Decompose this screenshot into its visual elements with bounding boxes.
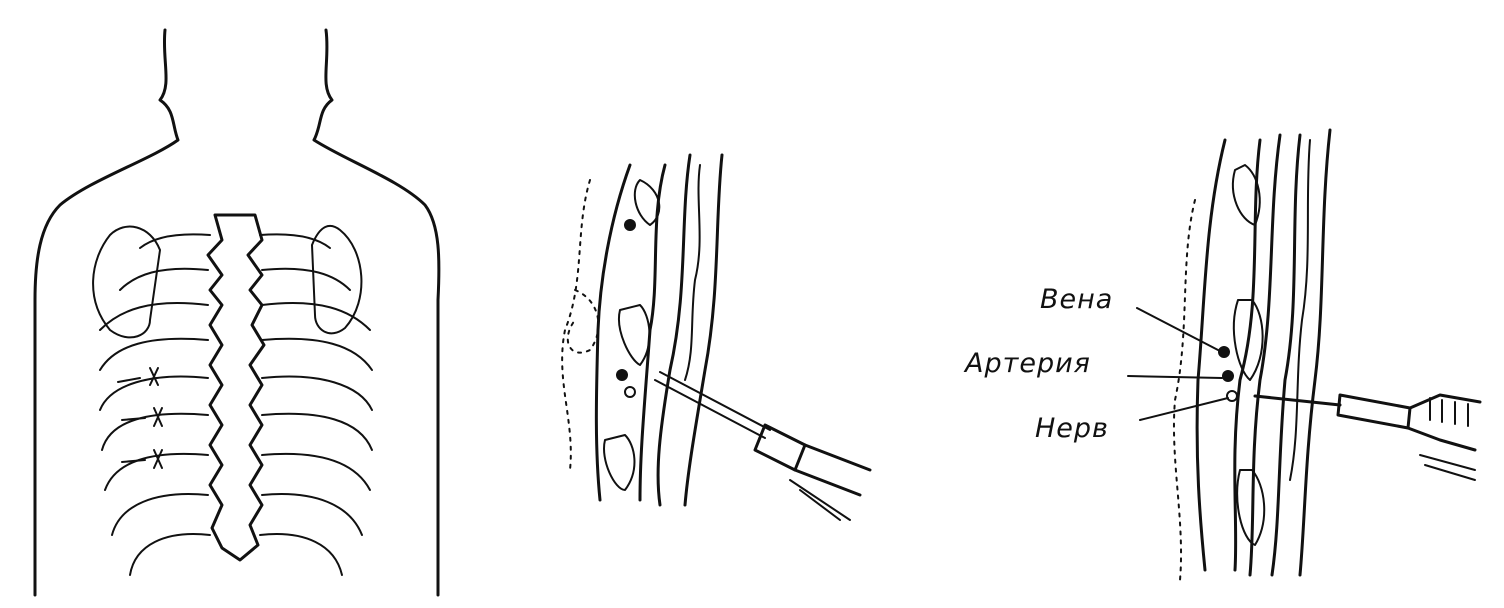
cross-section-1 [561,153,724,507]
ribs [99,233,373,576]
label-leader-lines [1127,307,1229,421]
syringe-needle-2 [1253,393,1482,481]
nerve-label: Нерв [1035,413,1109,444]
spine [206,213,266,562]
vein-label: Вена [1040,284,1113,315]
syringe-needle-1 [654,371,872,521]
vein-leader-line [1136,307,1219,351]
artery-label: Артерия [963,348,1091,379]
nerve-leader-line [1139,397,1229,421]
injection-points [117,367,163,469]
cross-section-2 [1172,128,1332,581]
artery-leader-line [1127,375,1223,379]
back-view-figure [33,28,441,597]
